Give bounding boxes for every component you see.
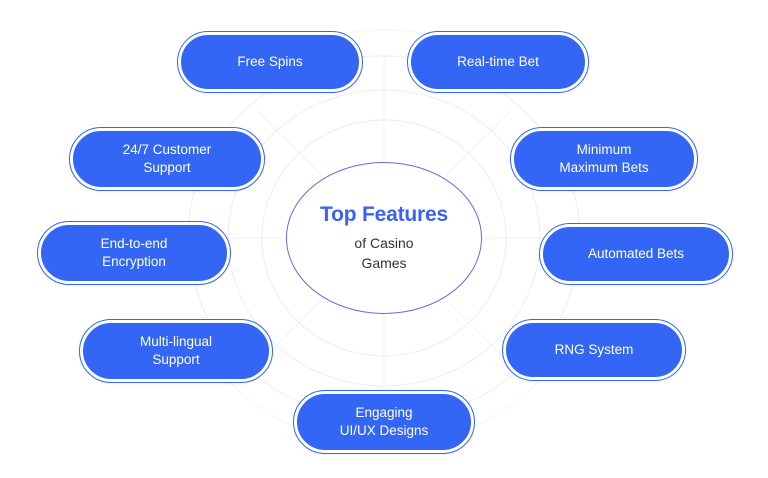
feature-bubble-rng-system[interactable]: RNG System: [502, 319, 686, 381]
feature-bubble-real-time-bet[interactable]: Real-time Bet: [407, 31, 589, 93]
feature-bubble-multi-lingual[interactable]: Multi-lingual Support: [79, 319, 273, 383]
feature-label: End-to-end Encryption: [100, 236, 168, 269]
subtitle-line-1: of Casino: [354, 234, 414, 251]
feature-label: Multi-lingual Support: [139, 334, 213, 367]
feature-bubble-end-to-end[interactable]: End-to-end Encryption: [37, 221, 231, 285]
feature-bubble-automated-bets[interactable]: Automated Bets: [539, 223, 733, 285]
center-hub: Top Features of Casino Games: [286, 162, 482, 314]
feature-bubble-customer-support[interactable]: 24/7 Customer Support: [69, 127, 265, 191]
feature-label: Engaging UI/UX Designs: [339, 405, 429, 438]
feature-label: RNG System: [554, 342, 634, 358]
feature-label: Automated Bets: [587, 246, 685, 262]
feature-label: Free Spins: [237, 54, 303, 70]
feature-label: 24/7 Customer Support: [122, 142, 212, 175]
feature-label: Minimum Maximum Bets: [559, 142, 649, 175]
page-subtitle: of Casino Games: [354, 233, 413, 274]
feature-bubble-engaging-ui-ux[interactable]: Engaging UI/UX Designs: [293, 390, 475, 454]
feature-bubble-free-spins[interactable]: Free Spins: [177, 31, 363, 93]
feature-label: Real-time Bet: [457, 54, 539, 70]
page-title: Top Features: [320, 202, 448, 226]
feature-bubble-minimum-maximum-bets[interactable]: Minimum Maximum Bets: [510, 127, 698, 191]
subtitle-line-2: Games: [361, 255, 407, 272]
